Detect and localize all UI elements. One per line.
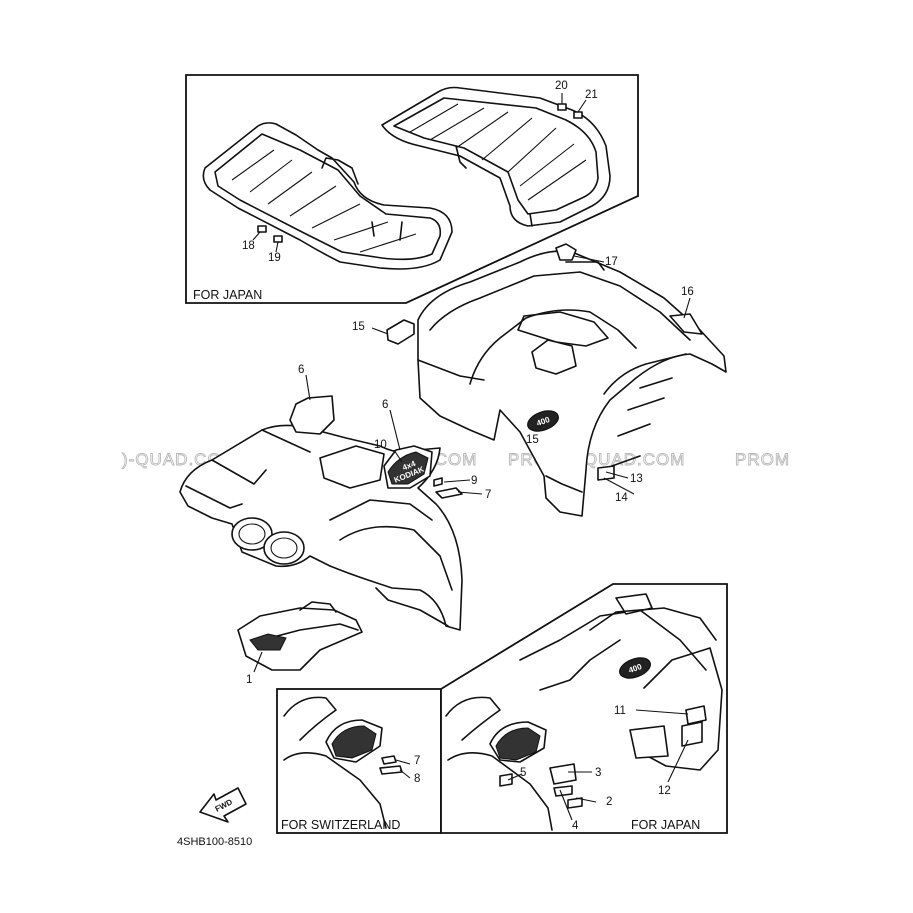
callout-7a: 7: [485, 489, 491, 501]
emblem-400-rear: 400: [535, 415, 551, 428]
callout-6a: 6: [298, 364, 304, 376]
watermark-right: PROM: [735, 450, 790, 469]
callout-11: 11: [614, 705, 626, 717]
caption-japan-bottom: FOR JAPAN: [631, 818, 700, 832]
callout-16: 16: [681, 286, 694, 298]
caption-switzerland: FOR SWITZERLAND: [281, 818, 400, 832]
leader-lines: [253, 255, 691, 821]
dash-panel: [237, 601, 363, 671]
callout-19: 19: [268, 252, 281, 264]
callout-14: 14: [615, 492, 628, 504]
callout-7b: 7: [414, 755, 420, 767]
callout-12: 12: [658, 785, 671, 797]
callout-9: 9: [471, 475, 477, 487]
callout-17: 17: [605, 256, 618, 268]
callout-20: 20: [555, 80, 568, 92]
top-inset-box: FOR JAPAN: [185, 74, 639, 304]
front-fender: 4x4 KODIAK: [179, 395, 463, 631]
callout-2: 2: [606, 796, 612, 808]
callout-3: 3: [595, 767, 601, 779]
part-code: 4SHB100-8510: [177, 836, 252, 848]
callout-numbers: 1 2 3 4 5 6 6 7 7 8 9 10 11 12 13 14 15 …: [242, 80, 694, 832]
switzerland-box: FOR SWITZERLAND: [276, 688, 442, 834]
callout-15a: 15: [352, 321, 365, 333]
callout-8: 8: [414, 773, 420, 785]
front-carrier: [202, 122, 453, 270]
rear-fender: 400: [386, 243, 727, 517]
fwd-arrow: FWD: [199, 787, 247, 823]
japan-box: 400 FOR JAPAN: [440, 583, 728, 834]
callout-5: 5: [520, 767, 526, 779]
callout-10: 10: [374, 439, 387, 451]
callout-21: 21: [585, 89, 598, 101]
emblem-400-japan: 400: [627, 662, 643, 675]
callout-15b: 15: [526, 434, 539, 446]
callout-13: 13: [630, 473, 643, 485]
callout-6b: 6: [382, 399, 388, 411]
caption-top-box: FOR JAPAN: [193, 288, 262, 302]
callout-1: 1: [246, 674, 252, 686]
callout-4: 4: [572, 820, 579, 832]
rear-carrier: [381, 86, 611, 227]
callout-18: 18: [242, 240, 255, 252]
